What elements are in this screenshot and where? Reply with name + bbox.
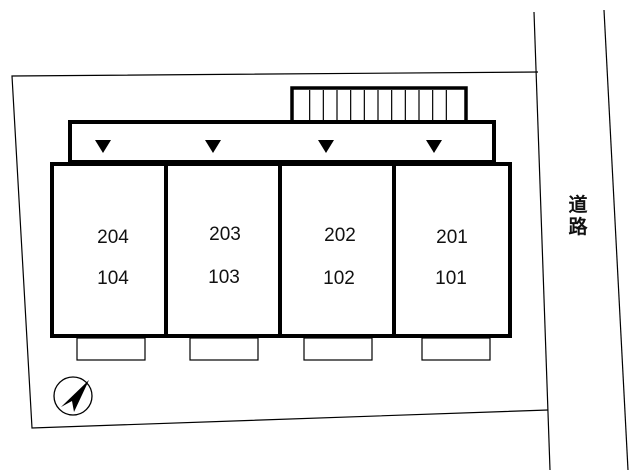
unit-label-lower: 104 — [97, 268, 129, 289]
road-label-char: 道 — [568, 193, 587, 216]
unit-label-upper: 202 — [324, 225, 356, 246]
unit-label-upper: 204 — [97, 227, 129, 248]
staircase — [290, 86, 468, 126]
unit-box — [392, 162, 512, 338]
unit-label-upper: 201 — [436, 227, 468, 248]
unit-label-upper: 203 — [209, 224, 241, 245]
compass-north-arrow-icon — [53, 376, 93, 416]
unit-label-lower: 102 — [323, 268, 355, 289]
entrance-marker-icon — [426, 140, 442, 153]
corridor — [68, 120, 496, 164]
road-label: 道 路 — [568, 193, 588, 238]
entrance-marker-icon — [95, 140, 111, 153]
unit-box — [164, 162, 282, 338]
unit-label-lower: 103 — [208, 267, 240, 288]
lot-boundary — [11, 71, 549, 429]
balcony — [189, 337, 259, 361]
unit-box — [50, 162, 168, 338]
unit-label-lower: 101 — [435, 268, 467, 289]
entrance-marker-icon — [205, 140, 221, 153]
road-edge-left — [533, 11, 551, 471]
entrance-markers — [95, 140, 442, 153]
balconies — [76, 337, 491, 361]
balcony — [421, 337, 491, 361]
units: 204 104 203 103 202 102 201 101 — [50, 162, 512, 338]
unit-box — [278, 162, 396, 338]
road-label-char: 路 — [568, 215, 588, 238]
stair-treads — [309, 90, 447, 120]
entrance-marker-icon — [318, 140, 334, 153]
balcony — [76, 337, 146, 361]
balcony — [303, 337, 373, 361]
road-edge-right — [603, 9, 629, 471]
